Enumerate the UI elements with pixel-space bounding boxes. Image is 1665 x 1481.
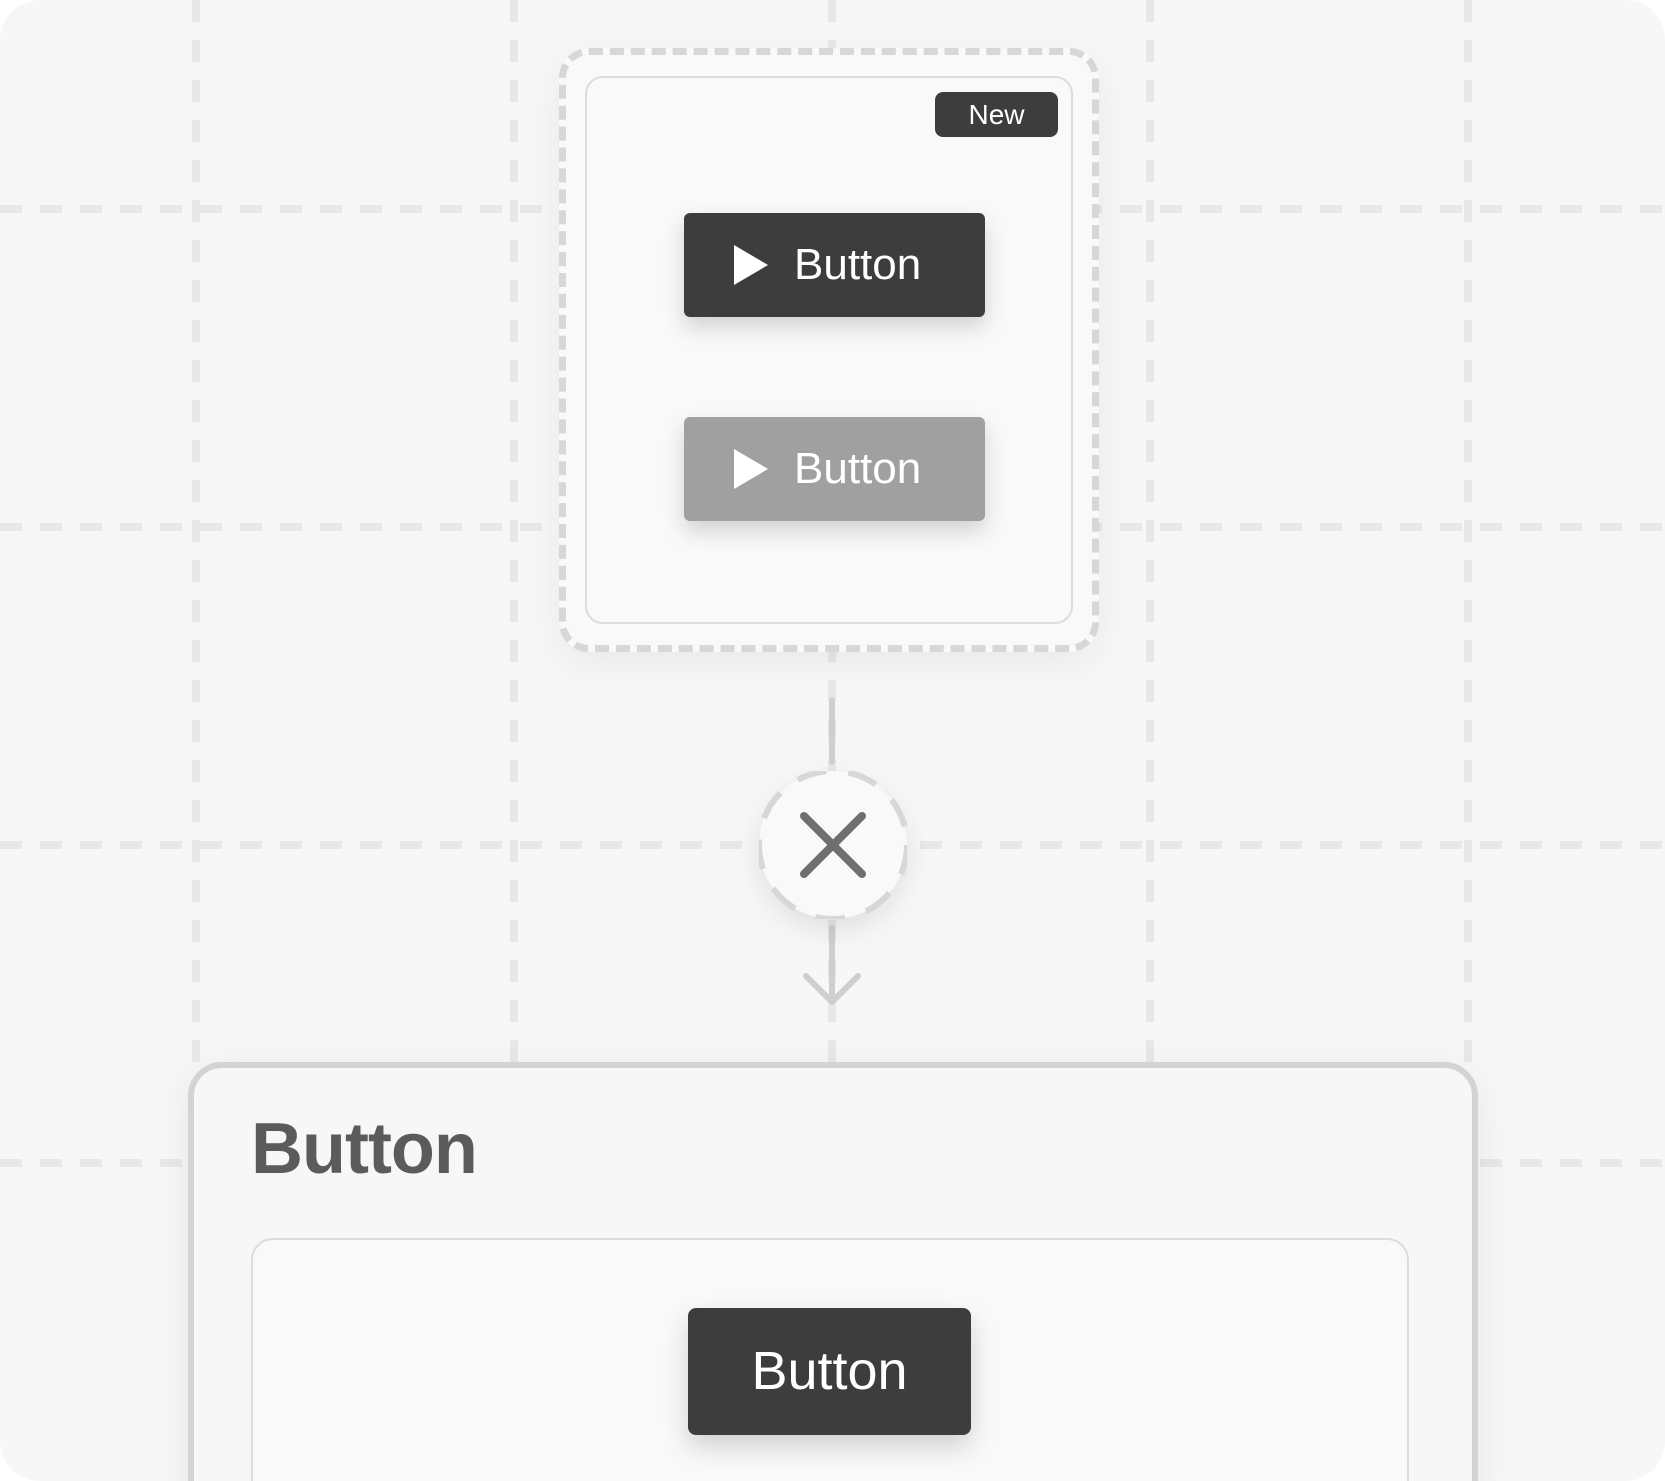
disabled-play-button[interactable]: Button	[684, 417, 985, 521]
result-button[interactable]: Button	[688, 1308, 971, 1435]
play-icon	[734, 449, 768, 489]
component-card	[585, 76, 1073, 624]
play-icon	[734, 245, 768, 285]
new-badge: New	[935, 92, 1058, 137]
remove-button[interactable]	[759, 771, 907, 919]
disabled-button-label: Button	[794, 444, 922, 493]
close-icon	[759, 771, 907, 919]
panel-title: Button	[251, 1109, 478, 1189]
arrow-down-icon	[803, 973, 861, 1005]
primary-button-label: Button	[794, 240, 922, 289]
primary-play-button[interactable]: Button	[684, 213, 985, 317]
